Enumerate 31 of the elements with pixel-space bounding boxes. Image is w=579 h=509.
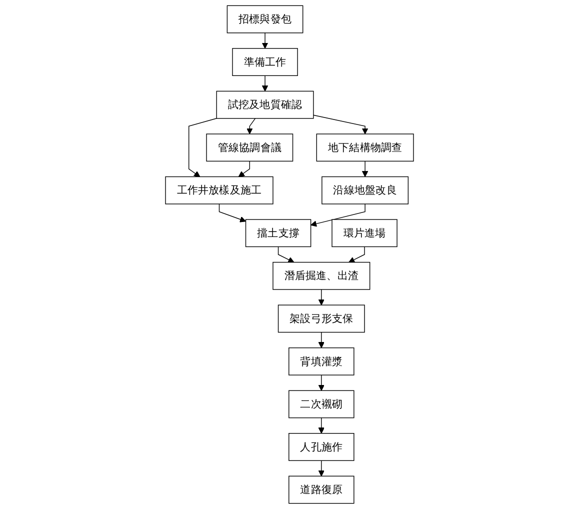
arrow — [262, 75, 268, 92]
arrow — [362, 160, 368, 178]
arrow — [262, 32, 268, 49]
process-box: 背填灌漿 — [288, 347, 354, 376]
arrow — [318, 374, 324, 391]
process-box: 管線協調會議 — [206, 134, 294, 162]
process-box: 工作井放樣及施工 — [165, 176, 274, 204]
arrow — [318, 460, 324, 476]
process-box: 地下結構物調查 — [316, 134, 414, 162]
arrow — [313, 114, 368, 134]
process-box: 招標與發包 — [226, 5, 304, 34]
arrow — [310, 204, 366, 227]
process-box: 試挖及地質確認 — [216, 90, 314, 119]
arrow — [246, 118, 256, 134]
process-box: 道路復原 — [288, 476, 354, 504]
process-box: 架設弓形支保 — [278, 304, 365, 333]
arrow — [318, 332, 324, 348]
process-box: 沿線地盤改良 — [322, 176, 409, 204]
process-box: 潛盾掘進、出渣 — [272, 262, 370, 290]
arrow — [218, 204, 246, 222]
arrow — [238, 160, 250, 178]
arrow — [318, 417, 324, 434]
process-box: 二次襯砌 — [288, 390, 354, 418]
process-box: 準備工作 — [232, 48, 298, 76]
arrow — [278, 246, 294, 263]
process-box: 環片進場 — [332, 219, 398, 248]
arrow — [348, 246, 365, 263]
arrow — [318, 289, 324, 306]
arrow — [188, 118, 217, 178]
process-box: 人孔施作 — [288, 433, 354, 461]
process-box: 擋土支撐 — [245, 219, 312, 248]
